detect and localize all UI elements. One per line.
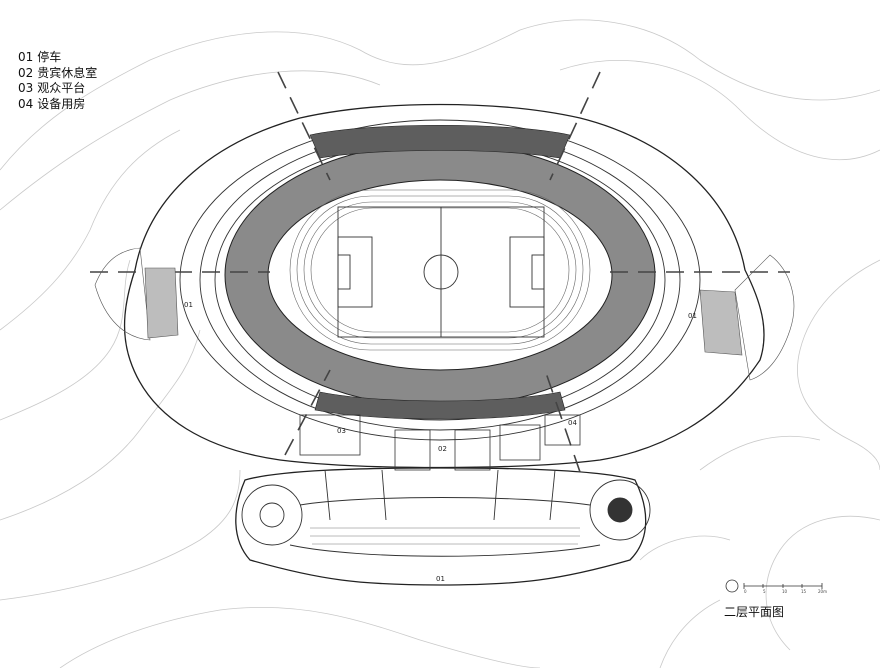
legend-code: 04 [18,96,34,111]
south-rooms [299,414,581,471]
legend-label: 贵宾休息室 [37,65,98,80]
zone-label-center: 02 [438,445,447,453]
scale-tick-label: 10 [782,589,788,594]
legend-code: 02 [18,65,34,80]
legend-label: 停车 [37,50,62,64]
legend-code: 01 [18,50,34,64]
scale-tick-label: 20m [818,589,827,594]
scale-bar [725,579,823,593]
zone-label-equipment: 04 [568,419,577,427]
annex-seat-rows [310,527,580,545]
football-pitch [337,206,545,338]
seating-bowl [224,142,656,408]
grandstands [309,124,571,420]
scale-tick-label: 0 [744,589,747,594]
legend-label: 观众平台 [37,81,86,95]
concourse-rings [179,119,701,441]
scale-tick-label: 5 [763,589,766,594]
ramps [94,247,795,381]
landscape-contours [0,19,880,668]
legend-label: 设备用房 [37,96,86,111]
plan-title: 二层平面图 [724,605,785,619]
zone-label-east: 01 [688,312,697,320]
zone-label-south: 01 [436,575,445,583]
legend-code: 03 [18,81,34,95]
outer-boundary [123,103,765,586]
south-annex [241,469,651,557]
axis-lines [90,71,790,473]
running-track [289,189,591,351]
zone-label-platform: 03 [337,427,346,435]
zone-label-west: 01 [184,301,193,309]
scale-tick-label: 15 [801,589,807,594]
